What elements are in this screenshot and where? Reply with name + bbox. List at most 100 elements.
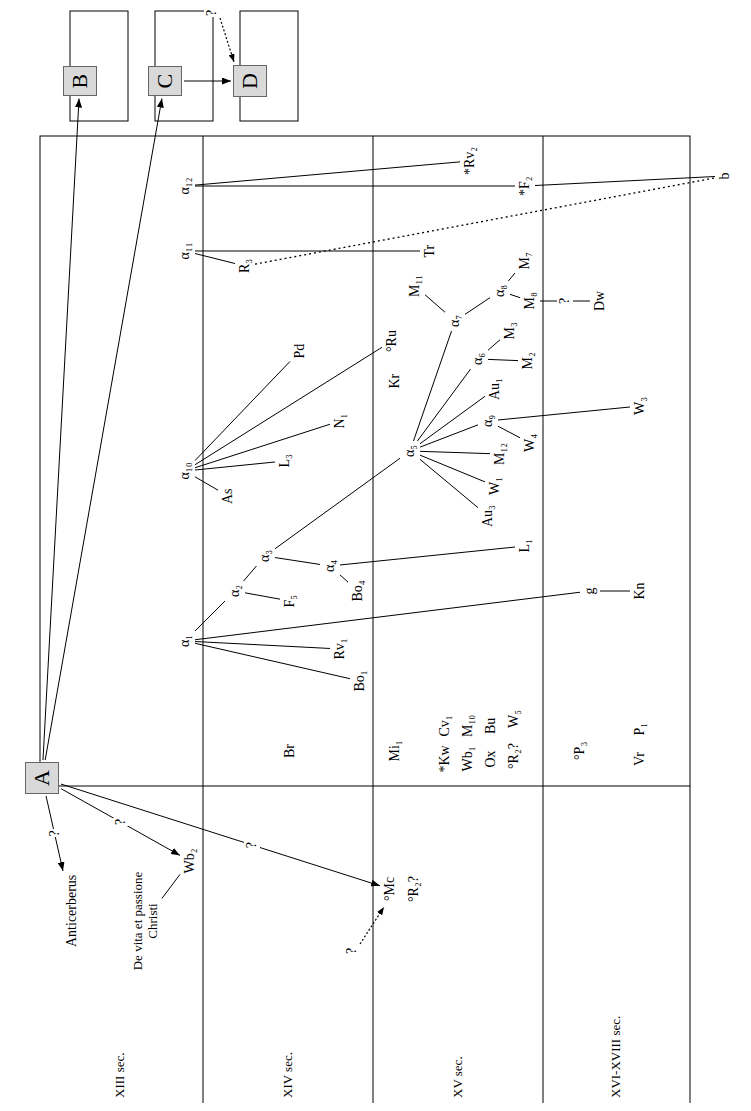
node-text: N₁ [332,414,348,429]
node-text: Dw [592,291,608,311]
manuscript-siglum: °Mc [382,875,398,903]
century-label: XIII sec. [112,1052,128,1099]
hyparchetype-siglum: α₁₂ [177,175,193,196]
stemma-line [417,369,470,441]
stemma-line [61,784,380,886]
manuscript-siglum: W₁ [487,475,503,497]
manuscript-siglum: Br [282,743,298,759]
manuscript-siglum: Kn [632,580,648,601]
node-text: *Rv₂ [462,147,478,175]
manuscript-siglum: °Ru [384,328,400,354]
stemma-line [45,99,162,761]
manuscript-siglum: Vr [632,751,648,767]
node-text: α₅ [402,445,418,457]
node-text: M₂ [520,352,536,369]
manuscript-siglum: °P₃ [572,741,588,761]
stemma-line [420,455,485,482]
node-text: L₃ [277,454,293,467]
manuscript-siglum: F₅ [282,593,298,610]
manuscript-siglum: M₁₂ [492,441,508,467]
manuscript-siglum: M₁₁ [407,273,423,299]
manuscript-letter-box: D [233,65,267,97]
stemma-line [195,254,235,264]
node-text: Wb₂ [182,848,198,873]
dotted-query-arrow [220,18,234,62]
node-text: Au₃ [480,505,496,527]
node-text: M₇ [517,252,533,269]
node-text: Bo₄ [350,580,366,601]
edge-query-mark: ? [47,829,63,837]
node-text: R₃ [237,259,253,273]
manuscript-siglum: M₁₀ [460,714,476,738]
node-text: *F₂ [517,176,533,196]
hyparchetype-siglum: α₇ [447,313,463,329]
stemma-line [195,592,580,640]
node-text: D [238,73,262,89]
stemma-line [195,601,225,631]
manuscript-siglum: *Rv₂ [462,145,478,177]
node-text: Pd [292,344,308,359]
manuscript-siglum: Mi₁ [387,739,403,762]
stemma-frame-box [40,136,690,786]
manuscript-siglum: Wb₂ [182,846,198,875]
stemma-line [43,99,79,761]
stemma-line [420,396,485,443]
stemma-line [275,458,400,549]
hyparchetype-siglum: α₉ [480,413,496,429]
node-text: Anticerberus [64,875,80,947]
node-text: L₁ [517,539,533,552]
edge-query-mark: ? [113,818,129,826]
manuscript-siglum: b [717,171,733,182]
node-text: W₃ [632,397,648,415]
query-mark: ? [344,947,360,955]
hyparchetype-siglum: α₃ [257,548,273,564]
stemma-line [498,426,520,438]
stemma-line [510,294,520,297]
stemma-line [600,591,630,592]
manuscript-siglum: L₁ [517,537,533,554]
manuscript-siglum: R₃ [237,257,253,275]
stemma-line [195,424,330,468]
node-text: α₈ [492,285,508,297]
node-text: De vita et passione Christi [130,869,160,973]
query-mark: ? [204,9,220,17]
node-text: °Ru [384,330,400,352]
stemma-line [425,295,445,313]
node-text: Rv₁ [332,638,348,659]
node-text: Au₁ [487,378,503,400]
hyparchetype-siglum: α₄ [322,558,338,574]
stemma-line [195,477,218,490]
manuscript-siglum: W₃ [632,395,648,417]
manuscript-siglum: Dw [592,289,608,313]
edge-query-mark: ? [557,297,573,305]
century-divider [690,786,691,1103]
manuscript-siglum: Wb₁ [460,745,476,772]
stemma-line [488,340,500,351]
stemma-line [195,462,275,470]
stemma-line [195,347,382,464]
manuscript-siglum: Bo₄ [350,578,366,603]
manuscript-siglum: Au₁ [487,376,503,402]
hyparchetype-siglum: α₁₀ [177,460,193,481]
node-text: M₁₁ [407,275,423,297]
stemma-line [465,298,490,315]
node-text: α₉ [480,415,496,427]
stemma-line [244,566,257,581]
stemma-line [245,593,280,599]
node-text: b [717,173,733,180]
hyparchetype-siglum: α₆ [470,351,486,367]
manuscript-siglum: Rv₁ [332,636,348,661]
manuscript-letter-box: C [148,66,182,97]
manuscript-siglum: L₃ [277,452,293,469]
node-text: α₄ [322,560,338,572]
manuscript-siglum: W₄ [522,432,538,454]
node-text: Bo₁ [352,670,368,691]
century-divider [373,136,374,1103]
stemma-line [340,547,515,565]
stemma-line [195,186,515,187]
manuscript-siglum: M₈ [522,290,538,311]
manuscript-siglum: Ox [483,749,499,768]
stemma-line [508,273,515,281]
